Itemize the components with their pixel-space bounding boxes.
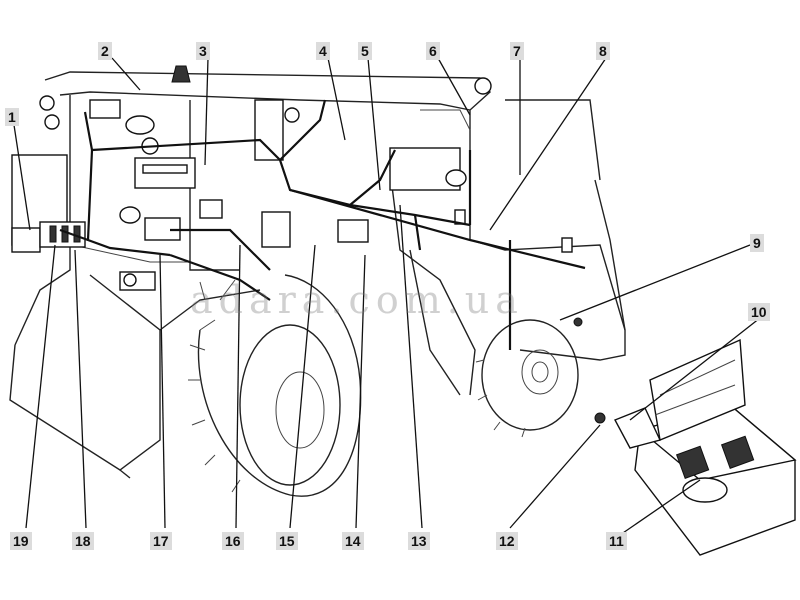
callout-15: 15 — [276, 532, 298, 550]
front-box — [11, 154, 86, 253]
callout-7: 7 — [510, 42, 524, 60]
machine-body — [9, 71, 626, 479]
callout-6: 6 — [426, 42, 440, 60]
callout-14: 14 — [342, 532, 364, 550]
watermark-text: adara.com.ua — [190, 278, 524, 322]
top-lights — [39, 65, 492, 155]
callout-3: 3 — [196, 42, 210, 60]
callout-11: 11 — [606, 532, 627, 550]
callout-5: 5 — [358, 42, 372, 60]
wiring-harness — [59, 99, 586, 350]
front-wheel — [188, 274, 362, 497]
callout-13: 13 — [408, 532, 430, 550]
battery-box — [594, 338, 797, 556]
callout-9: 9 — [750, 234, 764, 252]
callout-4: 4 — [316, 42, 330, 60]
leader-lines — [13, 57, 761, 536]
callout-17: 17 — [150, 532, 172, 550]
dashboard-parts — [89, 99, 583, 327]
callout-18: 18 — [72, 532, 94, 550]
callout-16: 16 — [222, 532, 244, 550]
callout-19: 19 — [10, 532, 32, 550]
rear-wheel — [475, 319, 579, 438]
callout-8: 8 — [596, 42, 610, 60]
callout-2: 2 — [98, 42, 112, 60]
callout-10: 10 — [748, 303, 770, 321]
callout-1: 1 — [5, 108, 19, 126]
callout-12: 12 — [496, 532, 518, 550]
